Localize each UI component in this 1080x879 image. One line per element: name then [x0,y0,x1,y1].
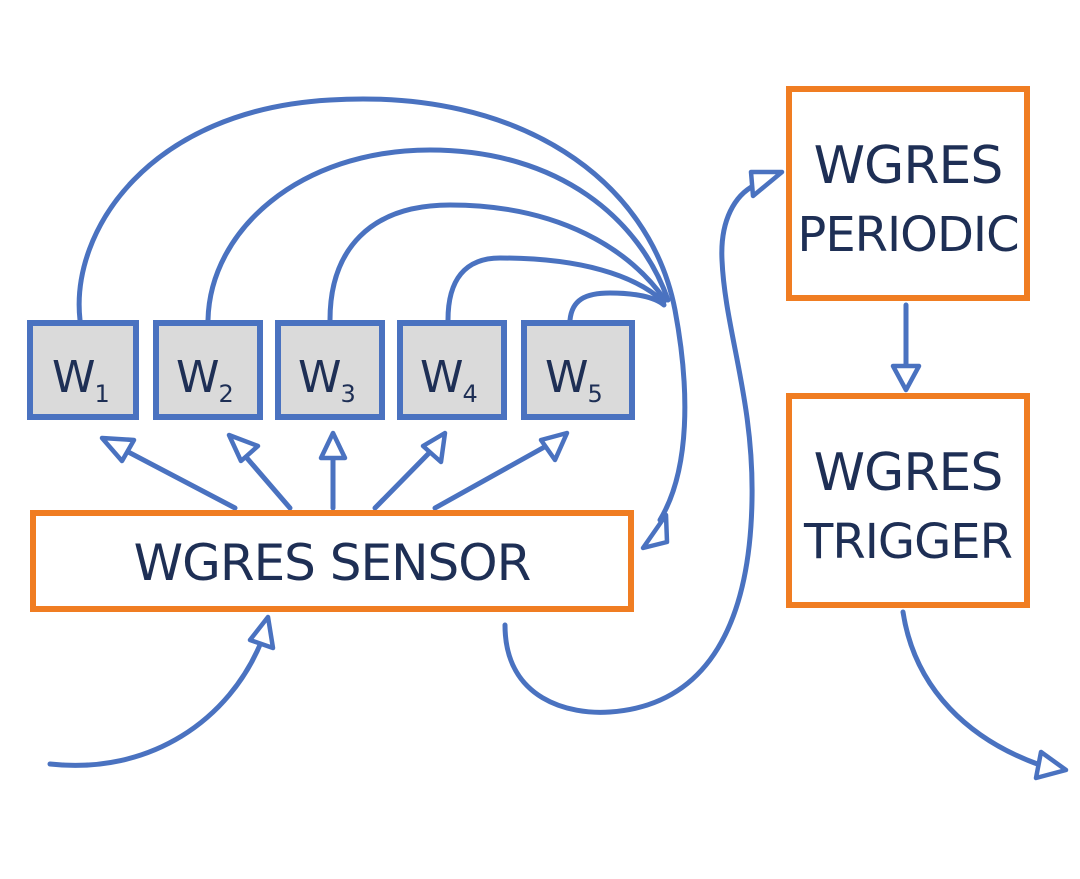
loop-w3-to-sensor [327,202,668,323]
output-arrowhead [1033,749,1069,781]
worker-box-4: W4 [397,320,507,420]
arrow-sensor-to-w5 [432,442,551,511]
input-arrowhead [247,614,276,651]
svg-text:WGRES: WGRES [814,136,1003,196]
arrowhead-w1 [99,435,137,464]
arrow-sensor-to-w1 [112,442,238,511]
svg-text:W4: W4 [420,352,477,408]
output-arrow-from-trigger [900,609,1043,768]
svg-text:W3: W3 [298,352,355,408]
worker-box-3: W3 [275,320,385,420]
input-arrow-to-sensor [47,637,265,768]
loop-w2-to-sensor [205,147,671,323]
svg-text:W2: W2 [176,352,233,408]
arrowhead-w4 [420,430,448,465]
svg-text:W1: W1 [52,352,109,408]
loop-arrowhead-sensor [640,512,670,551]
svg-text:TRIGGER: TRIGGER [803,514,1012,570]
arrowhead-w3 [318,430,348,461]
loop-w4-to-sensor [445,255,667,323]
sensor-box: WGRES SENSOR [30,510,634,612]
svg-text:PERIODIC: PERIODIC [797,207,1018,263]
loop-w1-to-sensor [76,96,688,523]
svg-text:W5: W5 [545,352,602,408]
loop-w5-to-sensor [567,290,667,323]
arrow-sensor-to-w2 [237,447,293,511]
svg-text:WGRES SENSOR: WGRES SENSOR [134,534,531,592]
trigger-box: WGRES TRIGGER [786,393,1030,608]
arrowhead-w5 [538,430,570,463]
arrow-sensor-to-w4 [372,447,435,511]
connector-sensor-to-periodic [502,182,758,715]
arrowhead-w2 [226,432,261,464]
worker-box-5: W5 [521,320,635,420]
svg-text:WGRES: WGRES [814,443,1003,503]
periodic-arrowhead [748,169,785,199]
worker-box-2: W2 [153,320,263,420]
trigger-arrowhead [890,363,922,393]
worker-box-1: W1 [27,320,139,420]
periodic-box: WGRES PERIODIC [786,86,1030,301]
